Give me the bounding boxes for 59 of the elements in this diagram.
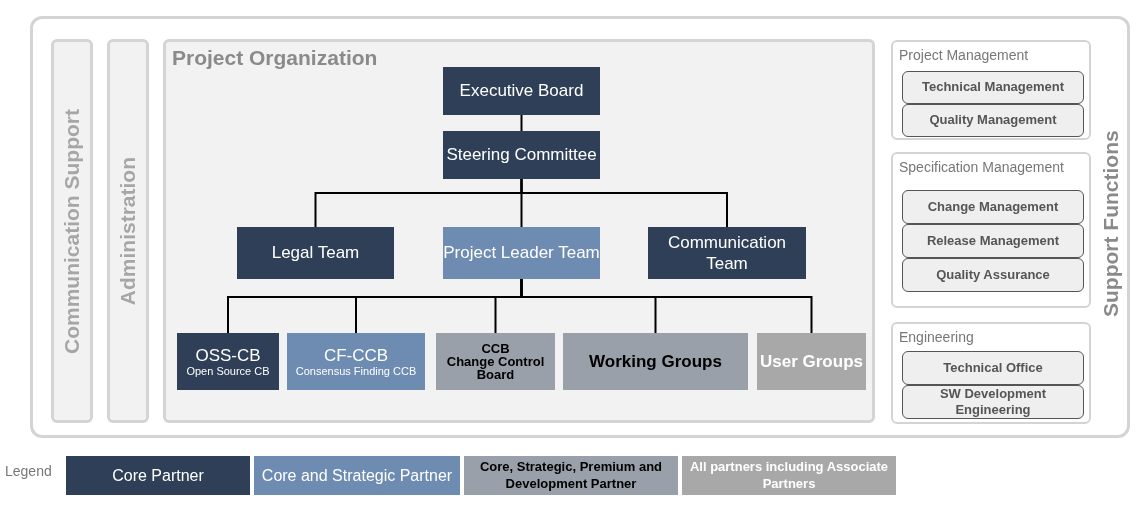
legend-swatch: Core, Strategic, Premium and Development Partner	[464, 456, 678, 495]
legend-swatch: All partners including Associate Partners	[682, 456, 896, 495]
function-group	[891, 40, 1091, 140]
box-title: Legal Team	[271, 242, 360, 264]
legend-title: Legend	[5, 462, 52, 481]
org-box	[287, 333, 425, 390]
box-subtitle: Open Source CB	[185, 365, 271, 377]
box-title: Technical Management	[921, 79, 1065, 96]
side-panel	[51, 39, 93, 423]
function-box	[902, 385, 1084, 419]
group-title: Engineering	[899, 328, 974, 347]
box-title: Release Management	[926, 232, 1060, 250]
box-title: Working Groups	[589, 350, 722, 373]
box-title: Project Leader Team	[443, 242, 600, 264]
org-box	[443, 131, 600, 179]
group-title: Project Organization	[172, 45, 378, 71]
box-title: Quality Assurance	[936, 266, 1050, 284]
function-box	[902, 190, 1084, 224]
connector-line	[520, 114, 523, 132]
box-title: OSS-CB	[195, 346, 261, 364]
connector-line	[520, 178, 728, 228]
group-title: Project Management	[899, 46, 1029, 65]
outer-frame	[30, 16, 1130, 438]
org-box	[563, 333, 748, 390]
box-title: Communication Team	[666, 231, 788, 275]
box-title: CF-CCB	[323, 346, 389, 364]
box-subtitle: Consensus Finding CCB	[294, 365, 418, 377]
organization-panel	[163, 39, 875, 423]
legend-swatch: Core Partner	[66, 456, 250, 495]
org-box	[237, 227, 394, 279]
org-box	[177, 333, 279, 390]
function-box	[902, 258, 1084, 292]
org-box	[757, 333, 866, 390]
vertical-label: Administration	[115, 156, 141, 306]
function-group	[891, 322, 1091, 424]
group-title: Specification Management	[899, 158, 1064, 177]
legend-swatch: Core and Strategic Partner	[254, 456, 460, 495]
box-subtitle: Change Control Board	[445, 355, 546, 381]
box-title: User Groups	[760, 350, 863, 373]
org-box	[436, 333, 555, 390]
org-box	[443, 67, 600, 115]
box-title: Quality Management	[929, 112, 1057, 129]
vertical-label: Communication Support	[59, 108, 85, 354]
function-box	[902, 351, 1084, 385]
box-title: Steering Committee	[446, 144, 597, 166]
function-box	[902, 104, 1084, 137]
org-box	[648, 227, 806, 279]
function-group	[891, 152, 1091, 308]
box-title: Change Management	[927, 198, 1059, 216]
connector-line	[520, 278, 813, 334]
box-title: SW Development Engineering	[938, 385, 1048, 419]
function-box	[902, 224, 1084, 258]
org-box	[443, 227, 600, 279]
side-heading: Support Functions	[1098, 129, 1123, 320]
function-box	[902, 71, 1084, 104]
box-title: CCB	[481, 342, 510, 355]
box-title: Executive Board	[459, 80, 584, 102]
box-title: Technical Office	[943, 359, 1043, 377]
side-panel	[107, 39, 149, 423]
